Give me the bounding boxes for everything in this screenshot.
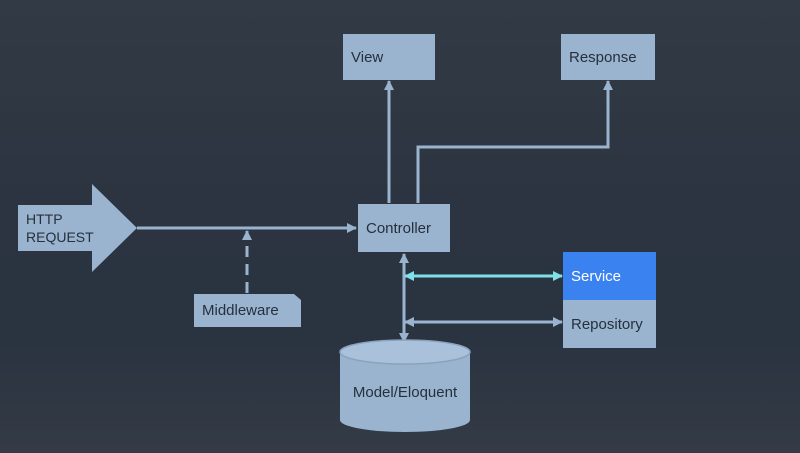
view-box: View — [343, 34, 435, 80]
http-request-line-1: HTTP — [26, 211, 63, 227]
http-request-line-2: REQUEST — [26, 229, 94, 245]
http-request-arrow — [18, 184, 137, 272]
repository-box: Repository — [563, 300, 656, 348]
model-eloquent-label: Model/Eloquent — [352, 384, 458, 401]
middleware-label: Middleware — [202, 302, 279, 319]
controller-box: Controller — [358, 204, 450, 252]
controller-to-response-arrow — [416, 80, 613, 203]
middleware-box-shape — [194, 294, 301, 327]
response-box: Response — [561, 34, 655, 80]
http-request-label: HTTP REQUEST — [26, 210, 116, 246]
model-eloquent-cylinder — [339, 339, 471, 432]
service-box: Service — [563, 252, 656, 300]
